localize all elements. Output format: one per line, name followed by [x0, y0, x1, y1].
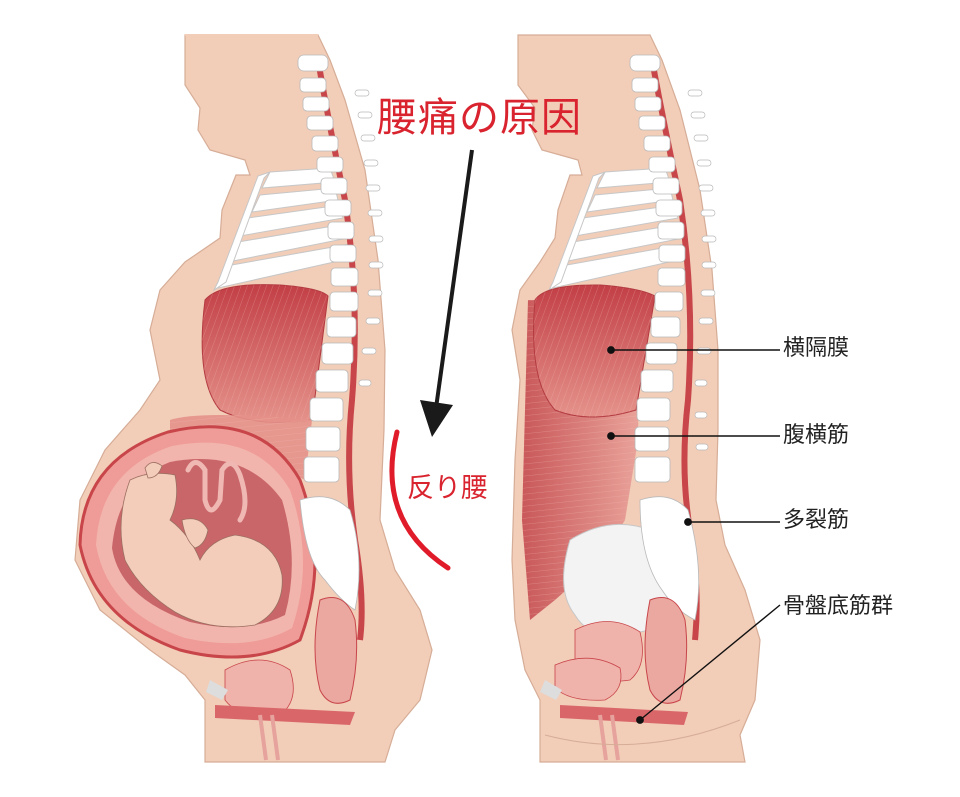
umbilical-cord	[185, 460, 248, 523]
fetus	[120, 462, 283, 628]
label-pelvic-floor: 骨盤底筋群	[783, 594, 894, 619]
down-arrow-icon	[420, 149, 474, 437]
figure-title: 腰痛の原因	[377, 95, 582, 141]
pregnant-body-figure	[74, 34, 433, 763]
pelvic-organs	[206, 597, 358, 761]
rib-cage	[547, 167, 688, 292]
pelvic-organs	[540, 597, 688, 761]
leader-lines	[607, 346, 781, 724]
normal-body-figure	[511, 34, 761, 763]
spine	[297, 54, 384, 641]
label-multifidus: 多裂筋	[783, 508, 850, 533]
lordosis-curve-icon	[389, 429, 451, 571]
pelvic-floor-muscle	[560, 705, 688, 725]
label-diaphragm: 横隔膜	[783, 336, 850, 361]
swayback-annotation: 反り腰	[407, 473, 488, 504]
label-transversus-abdominis: 腹横筋	[783, 423, 850, 448]
